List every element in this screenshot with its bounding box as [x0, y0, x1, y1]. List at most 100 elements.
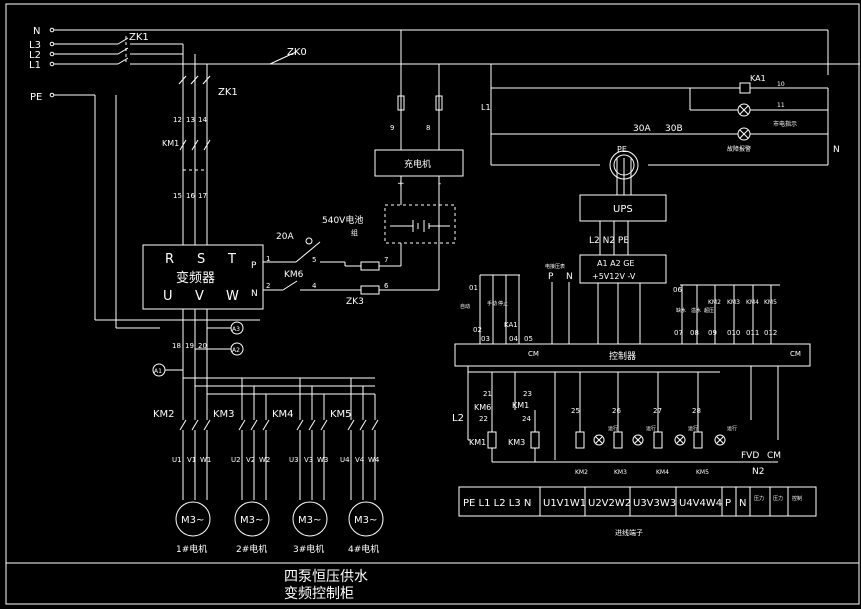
term-20: 20 — [198, 342, 207, 350]
svg-text:手动: 手动 — [487, 300, 497, 307]
svg-text:10: 10 — [777, 81, 785, 88]
motor-group-1: KM2 U1 V1 W1 M3~ 1#电机 — [153, 378, 211, 555]
fuse-8 — [435, 95, 443, 111]
svg-text:A3: A3 — [232, 326, 240, 333]
svg-text:2: 2 — [266, 282, 270, 290]
input-l3: L3 — [29, 40, 41, 51]
pressure-gauge-label: 电接压表 — [545, 263, 565, 270]
term-19: 19 — [185, 342, 194, 350]
drawing-title-2: 变频控制柜 — [284, 586, 354, 602]
inv-n: N — [251, 289, 258, 299]
term-18: 18 — [172, 342, 181, 350]
svg-text:M3~: M3~ — [354, 515, 377, 526]
km6-ctrl-label: KM6 — [474, 403, 491, 412]
strip-cell-m1: U1V1W1 — [543, 498, 586, 509]
drawing-frame — [5, 3, 860, 605]
contactor-km2: KM2 — [153, 409, 175, 420]
svg-text:M3~: M3~ — [298, 515, 321, 526]
svg-text:25: 25 — [571, 407, 580, 415]
motor-group-4: KM5 U4 V4 W4 M3~ 4#电机 — [330, 378, 384, 555]
motor-3 — [292, 501, 328, 537]
controller-box — [454, 343, 811, 367]
svg-text:L2: L2 — [452, 413, 464, 424]
svg-text:A1: A1 — [154, 368, 162, 375]
svg-text:KM1: KM1 — [469, 438, 486, 447]
svg-text:M3~: M3~ — [181, 515, 204, 526]
svg-text:超压: 超压 — [704, 307, 714, 314]
input-n: N — [33, 26, 40, 37]
svg-text:11: 11 — [777, 102, 785, 109]
resistor-7 — [360, 261, 380, 271]
motor-group-3: KM4 U3 V3 W3 M3~ 3#电机 — [272, 378, 328, 555]
svg-text:N2: N2 — [752, 467, 764, 477]
svg-text:A1 A2 GE: A1 A2 GE — [597, 259, 634, 268]
svg-text:KA1: KA1 — [750, 74, 766, 83]
svg-text:M3~: M3~ — [240, 515, 263, 526]
svg-text:N: N — [566, 272, 573, 282]
inv-u: U — [163, 289, 173, 304]
inverter-box: R S T 变频器 U V W P N — [142, 244, 264, 310]
svg-text:8: 8 — [426, 124, 430, 132]
svg-text:KM2: KM2 — [575, 469, 588, 476]
term-15: 15 — [173, 192, 182, 200]
svg-text:KM3: KM3 — [508, 438, 525, 447]
svg-text:W3: W3 — [317, 456, 328, 464]
svg-text:压力: 压力 — [754, 495, 764, 502]
svg-text:W4: W4 — [368, 456, 380, 464]
strip-cell-power: PE L1 L2 L3 N — [463, 498, 531, 509]
svg-text:5: 5 — [312, 256, 316, 264]
svg-text:22: 22 — [479, 415, 488, 423]
strip-cell-p: P — [725, 498, 731, 509]
svg-text:CM: CM — [790, 350, 801, 358]
svg-text:组: 组 — [351, 228, 358, 237]
svg-text:P: P — [548, 272, 554, 282]
svg-text:KM5: KM5 — [764, 299, 777, 306]
motor-2 — [234, 501, 270, 537]
svg-text:01: 01 — [469, 284, 478, 292]
terminal-strip: PE L1 L2 L3 N U1V1W1 U2V2W2 U3V3W3 U4V4W… — [458, 486, 817, 537]
ups-terminals: L2 N2 PE — [589, 236, 629, 246]
motor-group-2: KM3 U2 V2 W2 M3~ 2#电机 — [213, 378, 270, 555]
svg-text:CM: CM — [528, 350, 539, 358]
svg-text:CM: CM — [767, 451, 781, 461]
motor-1 — [175, 501, 211, 537]
terminal-strip-caption: 进线端子 — [615, 528, 643, 537]
coil-km3 — [530, 431, 540, 449]
svg-text:KM2: KM2 — [708, 299, 721, 306]
svg-text:KM3: KM3 — [727, 299, 740, 306]
inv-name: 变频器 — [176, 270, 215, 286]
svg-text:08: 08 — [690, 329, 699, 337]
svg-text:溢水: 溢水 — [691, 307, 701, 314]
svg-text:07: 07 — [674, 329, 683, 337]
svg-text:06: 06 — [673, 286, 682, 294]
svg-text:04: 04 — [509, 335, 518, 343]
svg-text:21: 21 — [483, 390, 492, 398]
svg-text:05: 05 — [524, 335, 533, 343]
inv-r: R — [165, 252, 174, 267]
strip-cell-m4: U4V4W4 — [679, 498, 722, 509]
zk3-label: ZK3 — [346, 297, 364, 307]
svg-text:KM3: KM3 — [614, 469, 627, 476]
breaker-20a: 20A — [276, 232, 294, 242]
svg-text:KM4: KM4 — [746, 299, 759, 306]
svg-text:30A: 30A — [633, 124, 651, 134]
svg-text:U2: U2 — [231, 456, 241, 464]
motor-label-4: 4#电机 — [348, 543, 379, 555]
km1-label: KM1 — [162, 139, 179, 148]
resistor-6 — [360, 285, 380, 295]
fault-alarm-label: 故障报警 — [727, 145, 751, 153]
supply-labels: N L3 L2 L1 PE — [29, 26, 42, 103]
svg-text:压力: 压力 — [773, 495, 783, 502]
svg-text:27: 27 — [653, 407, 662, 415]
motor-4 — [348, 501, 384, 537]
svg-text:停止: 停止 — [498, 300, 508, 307]
right-inputs: 06 07 08 09 010 011 012 缺水 溢水 超压 KM2 KM3… — [673, 285, 777, 344]
svg-text:V4: V4 — [355, 456, 365, 464]
contactor-km5: KM5 — [330, 409, 352, 420]
svg-text:1: 1 — [266, 255, 270, 263]
svg-text:UPS: UPS — [613, 204, 633, 215]
strip-cell-n: N — [739, 498, 746, 509]
svg-text:+5V12V -V: +5V12V -V — [592, 272, 636, 281]
drawing-title-1: 四泵恒压供水 — [284, 569, 368, 585]
